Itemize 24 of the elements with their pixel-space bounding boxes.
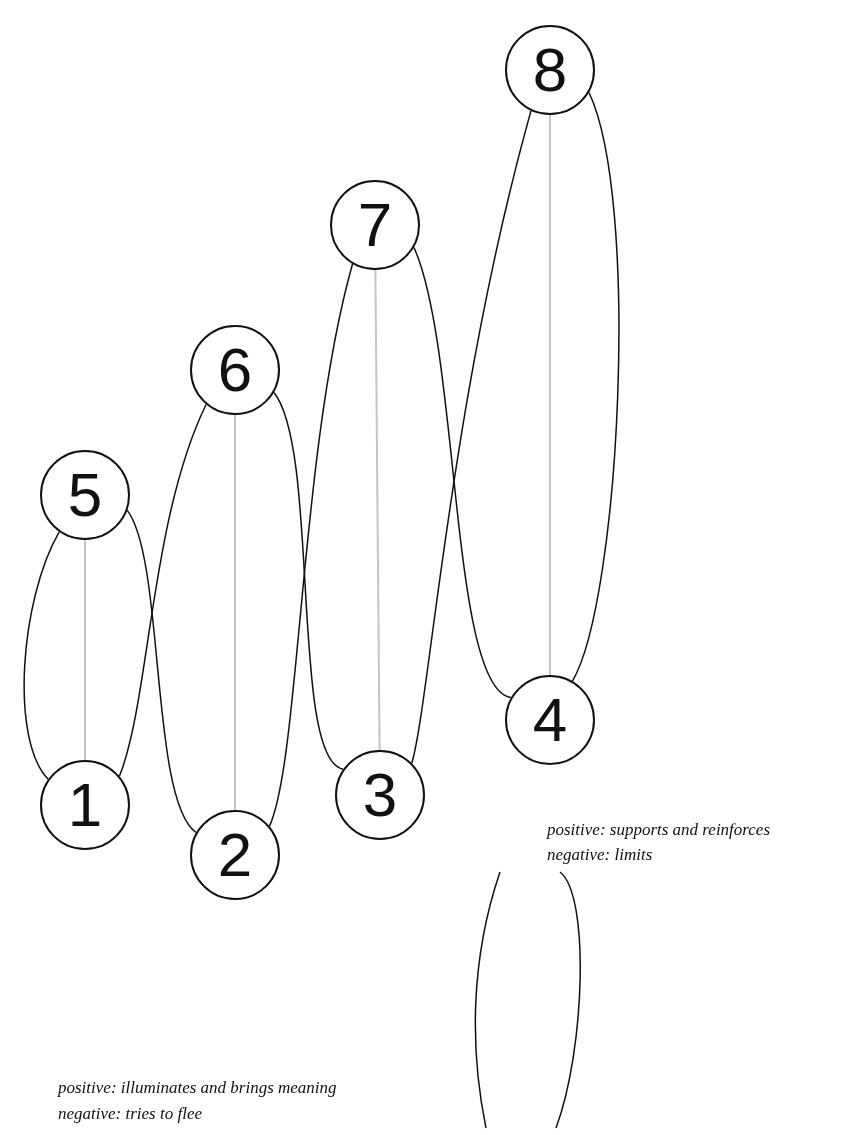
note-text: positive: supports and reinforces: [547, 820, 771, 840]
connector-line: [374, 269, 381, 751]
curved-line: [273, 391, 344, 770]
circle-number: 7: [357, 194, 393, 256]
note-text: positive: illuminates and brings meaning: [58, 1078, 337, 1098]
curved-line: [268, 263, 354, 827]
circle-number: 5: [67, 464, 103, 526]
circle-number: 3: [362, 764, 398, 826]
curved-line: [126, 509, 197, 834]
circle-number: 6: [217, 339, 253, 401]
connector-line: [549, 114, 551, 676]
curved-line: [571, 91, 620, 682]
circle-number: 2: [217, 824, 253, 886]
curved-line: [413, 246, 512, 699]
curved-line: [411, 110, 532, 764]
curved-line: [23, 531, 60, 780]
circle-number: 8: [532, 39, 568, 101]
connector-line: [84, 539, 86, 761]
connector-line: [234, 414, 236, 811]
note-text: negative: tries to flee: [58, 1104, 202, 1124]
circle-number: 4: [532, 689, 568, 751]
circle-number: 1: [67, 774, 103, 836]
note-text: negative: limits: [547, 845, 653, 865]
curved-line: [118, 403, 207, 777]
